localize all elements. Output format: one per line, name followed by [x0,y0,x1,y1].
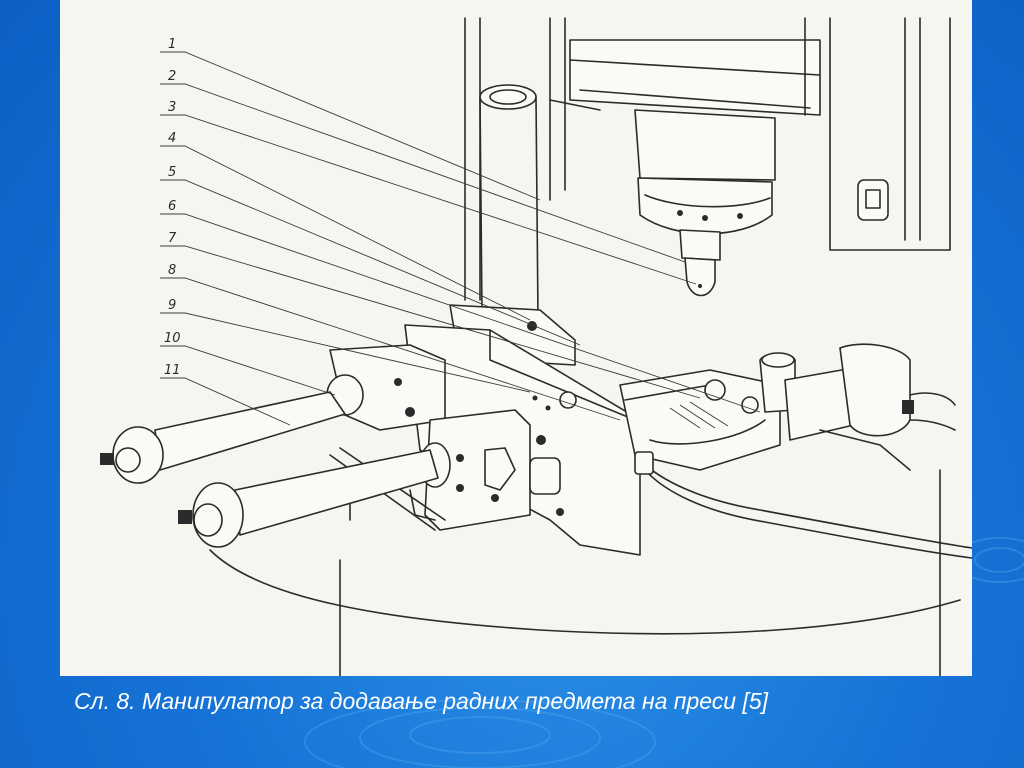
manipulator-drawing: 1 2 3 4 5 6 7 8 9 10 11 [100,17,972,676]
label-2: 2 [168,69,176,84]
pneumatic-hoses [209,429,972,676]
figure-caption: Сл. 8. Манипулатор за додавање радних пр… [74,688,769,714]
label-7: 7 [168,231,177,246]
gripper-assembly [619,343,956,471]
figure-panel: 1 2 3 4 5 6 7 8 9 10 11 [60,0,972,676]
label-1: 1 [168,37,176,52]
label-4: 4 [168,131,176,146]
label-10: 10 [164,331,181,346]
label-11: 11 [164,363,181,378]
label-8: 8 [168,263,176,278]
piston-rod-lower [178,449,439,548]
label-6: 6 [168,199,176,214]
press-frame [464,17,951,301]
leader-lines [160,51,761,426]
magazine-tube [479,84,539,324]
label-5: 5 [168,165,176,180]
label-9: 9 [168,298,176,313]
press-punch [634,109,776,297]
piston-rod-upper [100,391,346,484]
part-labels: 1 2 3 4 5 6 7 8 9 10 11 [164,37,181,378]
label-3: 3 [168,100,176,115]
